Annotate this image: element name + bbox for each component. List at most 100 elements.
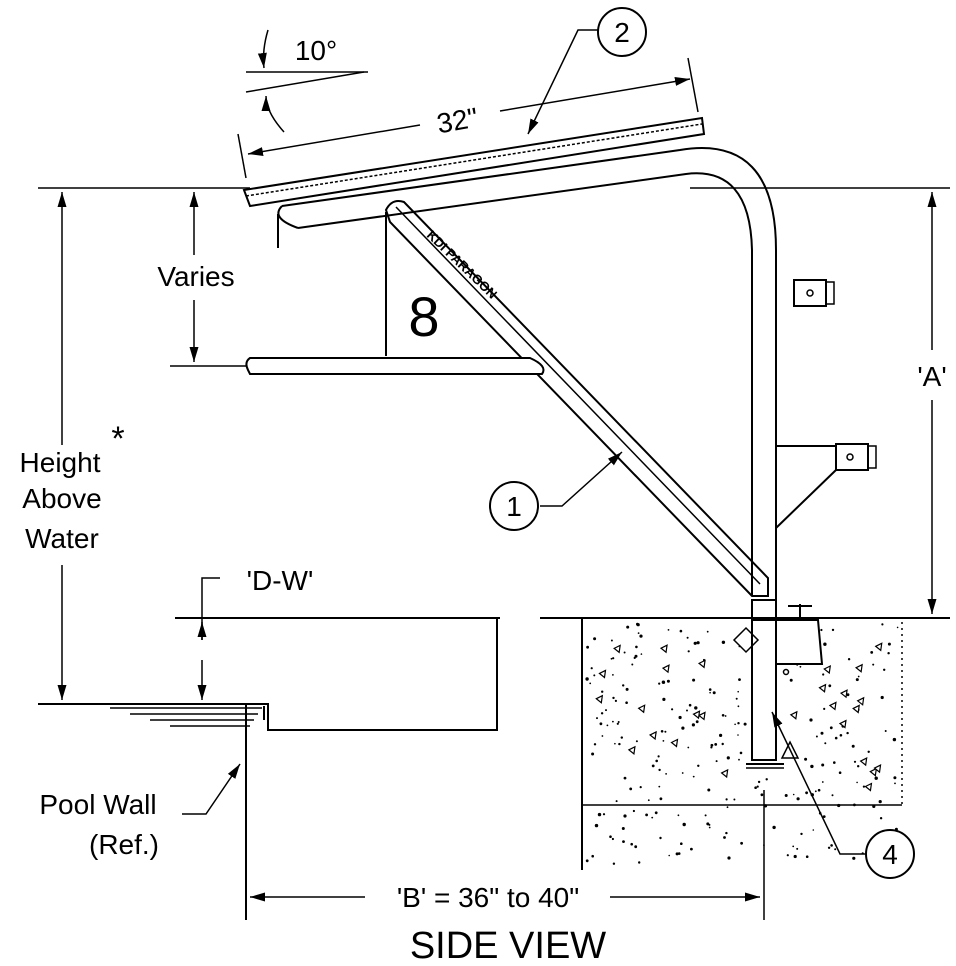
- pool-wall-label-line2: (Ref.): [89, 829, 159, 860]
- concrete-speck: [618, 742, 621, 746]
- concrete-speck: [594, 823, 599, 828]
- concrete-speck: [727, 856, 731, 860]
- concrete-speck: [597, 812, 602, 817]
- concrete-speck: [658, 682, 661, 685]
- concrete-speck: [636, 623, 640, 627]
- concrete-speck: [707, 788, 711, 792]
- concrete-speck: [839, 734, 843, 737]
- concrete-speck: [796, 797, 800, 801]
- concrete-aggregate: [823, 664, 832, 675]
- concrete-speck: [796, 847, 799, 850]
- concrete-speck: [721, 640, 726, 644]
- concrete-speck: [632, 809, 636, 813]
- concrete-speck: [738, 678, 741, 681]
- callout-2-bubble: [597, 7, 647, 57]
- concrete-speck: [706, 822, 710, 826]
- concrete-speck: [834, 848, 837, 851]
- pool-wall-leader: [182, 763, 241, 815]
- concrete-speck: [724, 715, 727, 717]
- varies-label: Varies: [157, 261, 234, 292]
- concrete-aggregate: [852, 704, 860, 714]
- concrete-speck: [612, 657, 615, 660]
- concrete-speck: [593, 674, 596, 677]
- concrete-speck: [682, 822, 686, 827]
- concrete-speck: [681, 726, 685, 730]
- concrete-speck: [737, 722, 740, 725]
- height-asterisk: *: [111, 420, 124, 458]
- concrete-speck: [878, 800, 882, 804]
- concrete-speck: [805, 855, 809, 858]
- concrete-speck: [737, 705, 740, 708]
- concrete-speck: [633, 656, 636, 660]
- dw-leader: [201, 577, 220, 640]
- concrete-speck: [733, 798, 736, 801]
- concrete-speck: [626, 625, 630, 629]
- concrete-aggregate: [869, 767, 878, 777]
- pool-profile: [38, 618, 498, 920]
- concrete-speck: [714, 743, 718, 746]
- concrete-aggregate: [838, 719, 847, 729]
- concrete-speck: [853, 760, 857, 763]
- anchor-socket-upper: [793, 279, 835, 307]
- concrete-speck: [687, 746, 690, 749]
- concrete-speck: [719, 733, 723, 738]
- callout-4-number: 4: [882, 839, 898, 870]
- concrete-speck: [726, 806, 729, 809]
- concrete-speck: [687, 650, 690, 653]
- callout-4-bubble: [865, 829, 915, 879]
- callout-2-number: 2: [614, 17, 630, 48]
- height-label-line2: Above: [22, 483, 101, 514]
- concrete-speck: [853, 803, 856, 807]
- concrete-speck: [872, 663, 875, 666]
- concrete-speck: [880, 695, 884, 700]
- concrete-speck: [695, 720, 699, 724]
- concrete-speck: [725, 798, 728, 801]
- concrete-aggregate: [648, 730, 657, 741]
- concrete-speck: [585, 677, 589, 681]
- concrete-speck: [827, 846, 831, 849]
- concrete-speck: [663, 681, 666, 684]
- concrete-speck: [645, 813, 648, 817]
- concrete-speck: [833, 761, 836, 764]
- concrete-speck: [754, 786, 757, 789]
- concrete-speck: [686, 709, 688, 712]
- concrete-speck: [623, 651, 626, 654]
- concrete-aggregate: [839, 689, 848, 699]
- concrete-speck: [804, 757, 808, 761]
- concrete-speckle: [585, 622, 899, 865]
- height-label-line1: Height: [20, 447, 101, 478]
- concrete-aggregate: [595, 694, 604, 704]
- concrete-speck: [799, 665, 802, 668]
- concrete-speck: [586, 645, 589, 649]
- concrete-speck: [591, 752, 595, 756]
- concrete-speck: [665, 773, 667, 775]
- concrete-speck: [708, 826, 711, 829]
- concrete-speck: [710, 743, 714, 747]
- concrete-aggregate: [697, 711, 706, 721]
- concrete-speck: [872, 804, 876, 809]
- concrete-aggregate: [789, 710, 798, 720]
- concrete-speck: [847, 658, 851, 661]
- callout-1-leader: [540, 451, 623, 507]
- concrete-speck: [585, 859, 589, 863]
- concrete-speck: [666, 679, 670, 683]
- concrete-speck: [623, 776, 627, 780]
- concrete-speck: [639, 634, 643, 638]
- concrete-speck: [739, 751, 743, 755]
- concrete-speck: [789, 678, 793, 682]
- concrete-speck: [662, 740, 665, 742]
- concrete-speck: [737, 690, 739, 693]
- concrete-speck: [647, 799, 650, 802]
- concrete-speck: [659, 797, 663, 801]
- concrete-speck: [664, 730, 667, 733]
- concrete-speck: [593, 637, 597, 641]
- concrete-speck: [704, 814, 707, 817]
- concrete-speck: [614, 699, 618, 703]
- concrete-speck: [887, 652, 890, 655]
- concrete-speck: [610, 657, 613, 660]
- concrete-speck: [622, 840, 625, 843]
- concrete-speck: [612, 674, 614, 676]
- concrete-speck: [855, 678, 859, 682]
- concrete-speck: [617, 721, 620, 723]
- callout-4-leader: [771, 711, 866, 855]
